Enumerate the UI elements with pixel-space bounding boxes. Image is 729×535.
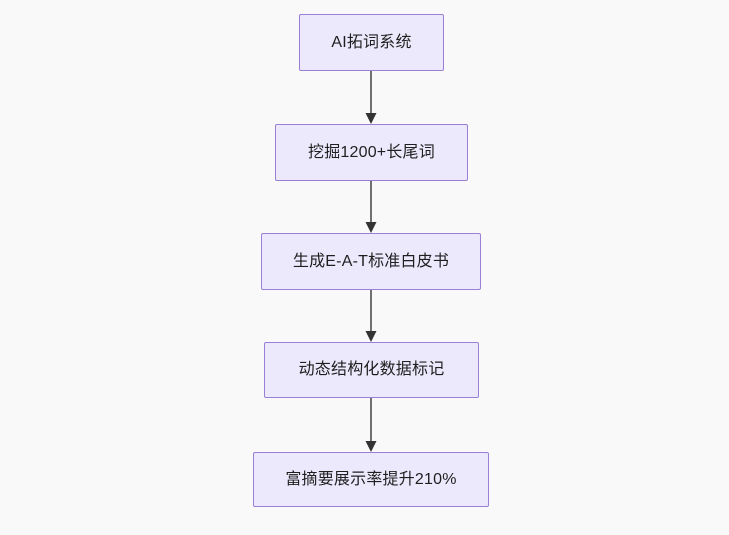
flow-node-generate-eat-whitepaper[interactable]: 生成E-A-T标准白皮书 bbox=[261, 233, 481, 290]
flow-node-dynamic-structured-data-markup[interactable]: 动态结构化数据标记 bbox=[264, 342, 479, 398]
edge-n1-n2 bbox=[361, 71, 381, 124]
edge-n2-n3 bbox=[361, 181, 381, 233]
edge-n4-n5 bbox=[361, 398, 381, 452]
flow-node-mine-longtail-keywords[interactable]: 挖掘1200+长尾词 bbox=[275, 124, 468, 181]
flow-node-label: 挖掘1200+长尾词 bbox=[308, 143, 435, 161]
flow-node-label: 动态结构化数据标记 bbox=[298, 361, 445, 378]
flow-node-rich-snippet-impression-uplift[interactable]: 富摘要展示率提升210% bbox=[253, 452, 489, 507]
flow-node-label: 生成E-A-T标准白皮书 bbox=[292, 252, 450, 270]
flow-node-label: 富摘要展示率提升210% bbox=[285, 470, 457, 488]
flow-node-ai-keyword-system[interactable]: AI拓词系统 bbox=[299, 14, 444, 71]
flow-node-label: AI拓词系统 bbox=[331, 33, 412, 51]
edge-n3-n4 bbox=[361, 290, 381, 342]
